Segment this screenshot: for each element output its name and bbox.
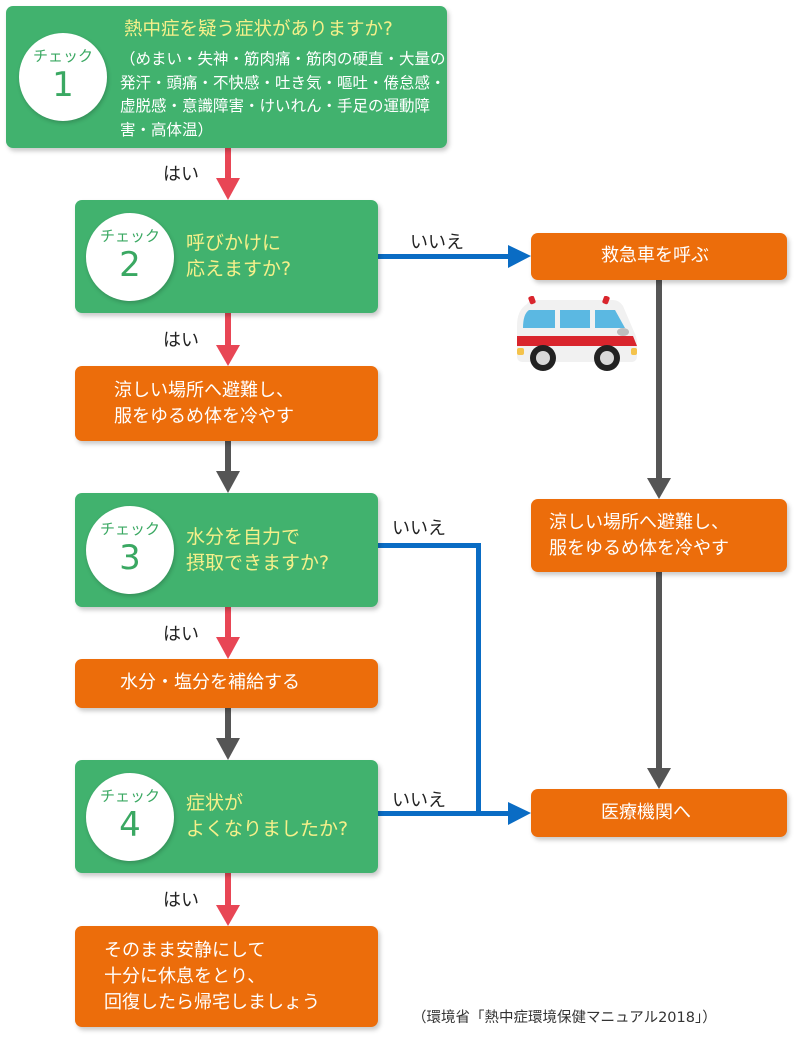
no-label-check4: いいえ: [392, 790, 446, 811]
action-line: そのまま安静にして: [104, 940, 266, 961]
yes-arrow-3: [216, 607, 240, 659]
action-cool-down-left: 涼しい場所へ避難し、 服をゆるめ体を冷やす: [75, 366, 378, 441]
check-3-question: 水分を自力で 摂取できますか?: [186, 524, 329, 576]
question-line: 応えますか?: [186, 258, 292, 280]
no-arrow-check2: [378, 245, 531, 268]
action-line: 服をゆるめ体を冷やす: [549, 538, 729, 559]
action-line: 涼しい場所へ避難し、: [114, 380, 294, 401]
action-line: 涼しい場所へ避難し、: [549, 512, 729, 533]
check-1-question: 熱中症を疑う症状がありますか?: [124, 19, 393, 40]
check-number: 1: [52, 65, 74, 105]
action-text: 涼しい場所へ避難し、 服をゆるめ体を冷やす: [114, 378, 294, 430]
question-line: 呼びかけに: [186, 232, 282, 254]
check-label: チェック: [99, 520, 160, 538]
yes-arrow-4: [216, 873, 240, 926]
action-text: 医療機関へ: [601, 802, 691, 823]
check-4-badge: チェック 4: [86, 773, 174, 861]
ambulance-icon: [517, 296, 637, 371]
check-1-box: チェック 1 熱中症を疑う症状がありますか? （めまい・失神・筋肉痛・筋肉の硬直…: [6, 6, 447, 148]
no-label-check2: いいえ: [410, 232, 464, 253]
yes-arrow-2: [216, 313, 240, 366]
action-hospital: 医療機関へ: [531, 789, 787, 837]
check-label: チェック: [32, 47, 93, 65]
check-label: チェック: [99, 787, 160, 805]
yes-label-1: はい: [163, 164, 199, 185]
action-text: そのまま安静にして 十分に休息をとり、 回復したら帰宅しましょう: [104, 938, 320, 1016]
check-number: 3: [119, 538, 141, 578]
flow-arrow-right-1: [647, 280, 671, 499]
action-line: 十分に休息をとり、: [104, 966, 266, 987]
no-arrow-check4: [378, 802, 531, 825]
question-line: よくなりましたか?: [186, 818, 349, 840]
action-line: 服をゆるめ体を冷やす: [114, 406, 294, 427]
action-cool-down-right: 涼しい場所へ避難し、 服をゆるめ体を冷やす: [531, 499, 787, 572]
action-text: 涼しい場所へ避難し、 服をゆるめ体を冷やす: [549, 510, 729, 562]
yes-label-4: はい: [163, 890, 199, 911]
check-1-badge: チェック 1: [19, 33, 107, 121]
check-number: 4: [119, 805, 141, 845]
question-line: 水分を自力で: [186, 526, 301, 548]
action-call-ambulance: 救急車を呼ぶ: [531, 233, 787, 280]
check-1-symptoms: （めまい・失神・筋肉痛・筋肉の硬直・大量の発汗・頭痛・不快感・吐き気・嘔吐・倦怠…: [120, 50, 446, 139]
flow-arrow-left-2: [216, 708, 240, 760]
check-3-badge: チェック 3: [86, 506, 174, 594]
no-label-check3: いいえ: [392, 518, 446, 539]
action-text: 水分・塩分を補給する: [120, 672, 300, 693]
no-arrow-check3: [378, 543, 481, 815]
question-line: 症状が: [186, 792, 244, 814]
check-4-box: チェック 4 症状が よくなりましたか?: [75, 760, 378, 873]
yes-label-2: はい: [163, 330, 199, 351]
action-rest: そのまま安静にして 十分に休息をとり、 回復したら帰宅しましょう: [75, 926, 378, 1027]
check-number: 2: [119, 245, 141, 285]
action-text: 救急車を呼ぶ: [601, 245, 709, 266]
question-line: 摂取できますか?: [186, 552, 330, 574]
flow-arrow-left-1: [216, 441, 240, 493]
flow-arrow-right-2: [647, 572, 671, 789]
yes-label-3: はい: [163, 624, 199, 645]
check-4-question: 症状が よくなりましたか?: [186, 790, 348, 842]
source-caption: （環境省「熱中症環境保健マニュアル2018」）: [412, 1010, 717, 1026]
check-label: チェック: [99, 227, 160, 245]
check-2-box: チェック 2 呼びかけに 応えますか?: [75, 200, 378, 313]
check-2-question: 呼びかけに 応えますか?: [186, 230, 291, 282]
action-line: 回復したら帰宅しましょう: [104, 992, 320, 1013]
action-hydrate: 水分・塩分を補給する: [75, 659, 378, 708]
check-2-badge: チェック 2: [86, 213, 174, 301]
check-3-box: チェック 3 水分を自力で 摂取できますか?: [75, 493, 378, 607]
yes-arrow-1: [216, 148, 240, 200]
